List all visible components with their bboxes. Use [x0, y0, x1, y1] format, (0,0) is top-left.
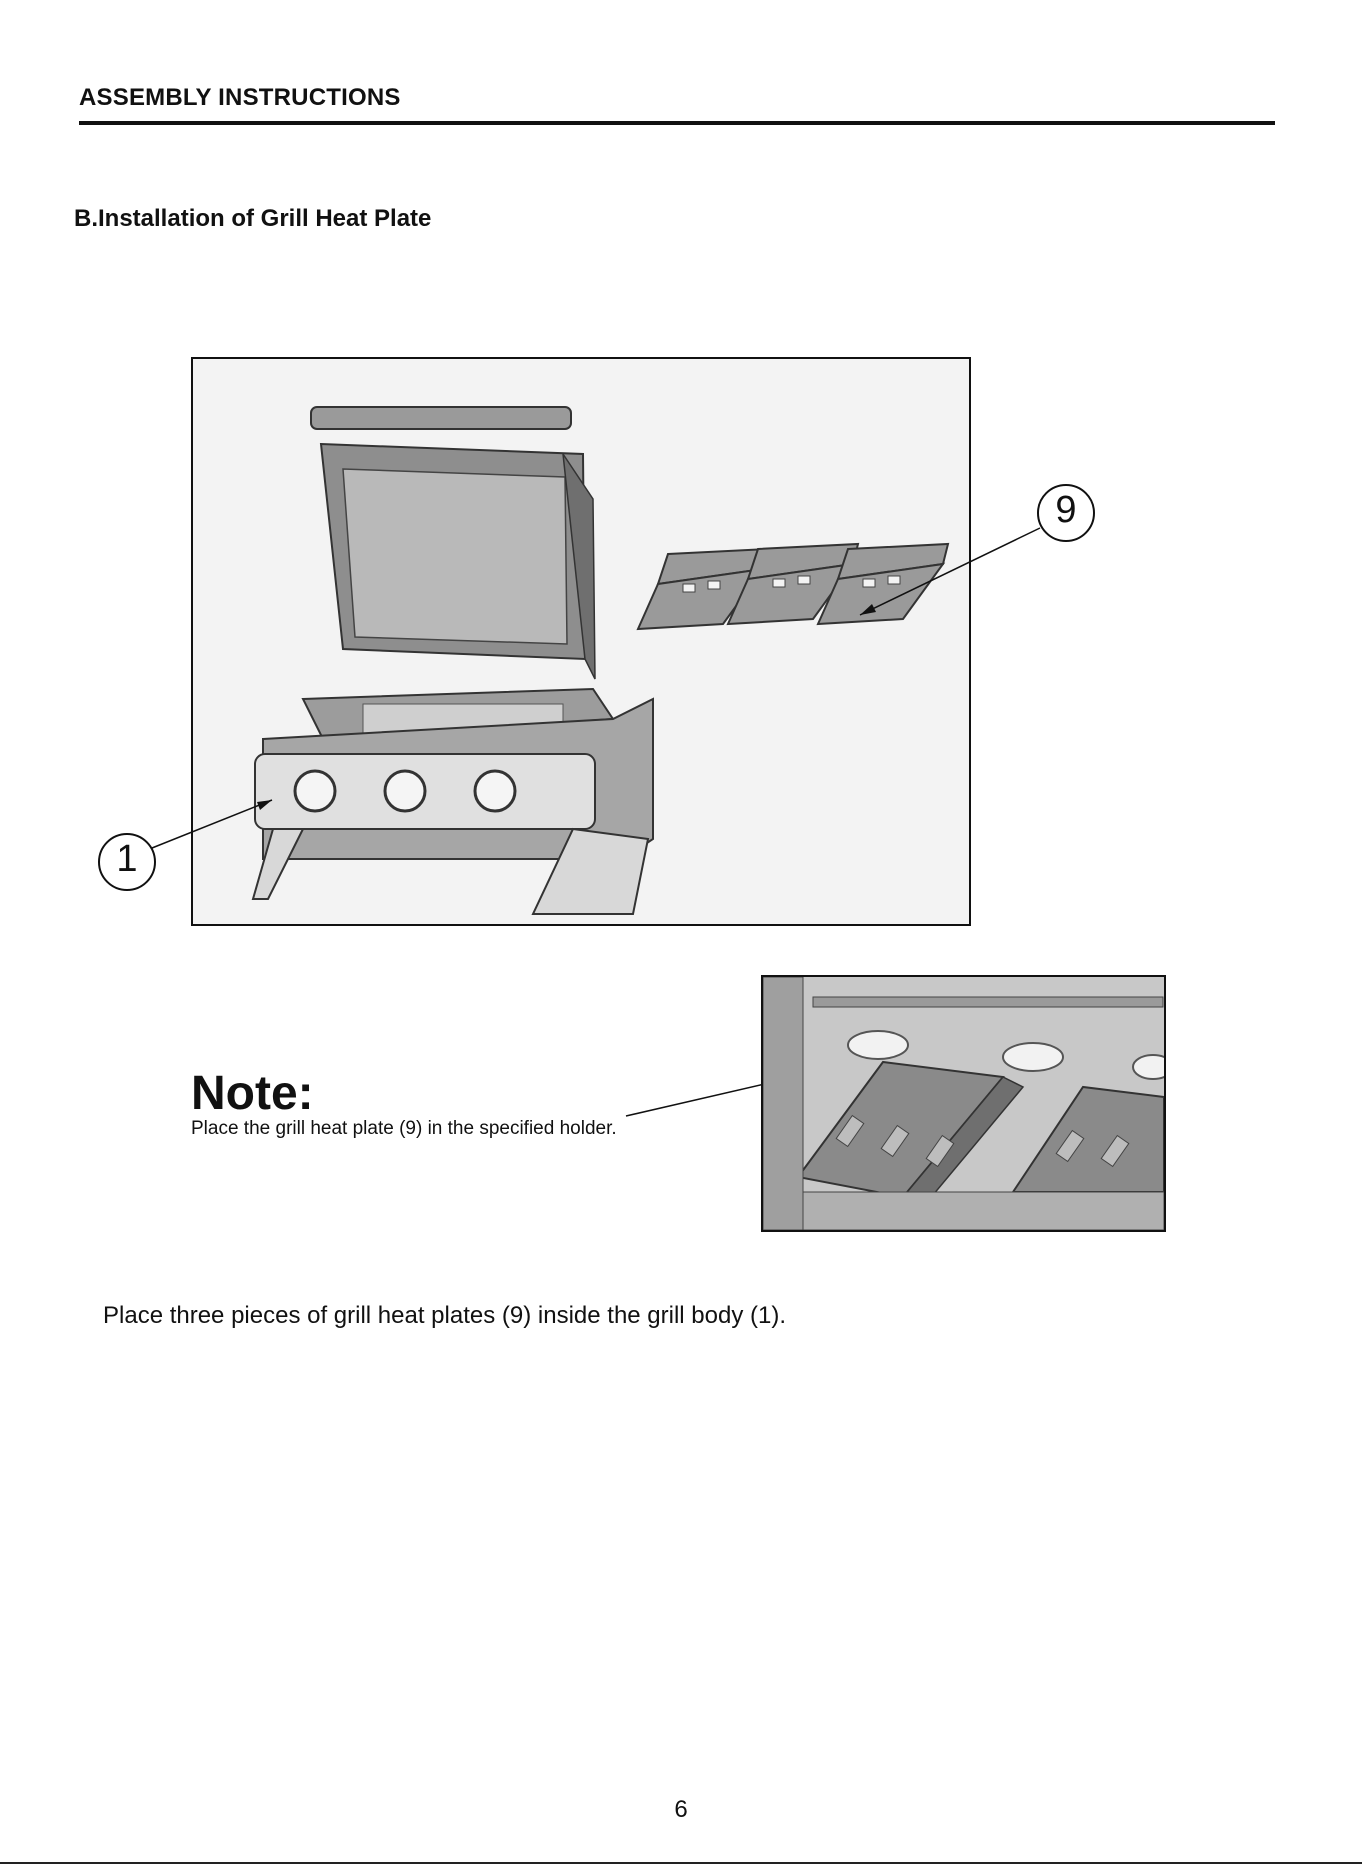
page-bottom-border	[0, 1862, 1362, 1864]
holder-detail-illustration	[763, 977, 1164, 1230]
note-text: Place the grill heat plate (9) in the sp…	[191, 1118, 617, 1140]
note-title: Note:	[191, 1066, 314, 1121]
heat-plate-holder-detail-figure	[761, 975, 1166, 1232]
instruction-text: Place three pieces of grill heat plates …	[103, 1302, 786, 1330]
callout-9-label: 9	[1038, 489, 1094, 532]
callout-1-label: 1	[99, 838, 155, 881]
page-number: 6	[0, 1796, 1362, 1824]
